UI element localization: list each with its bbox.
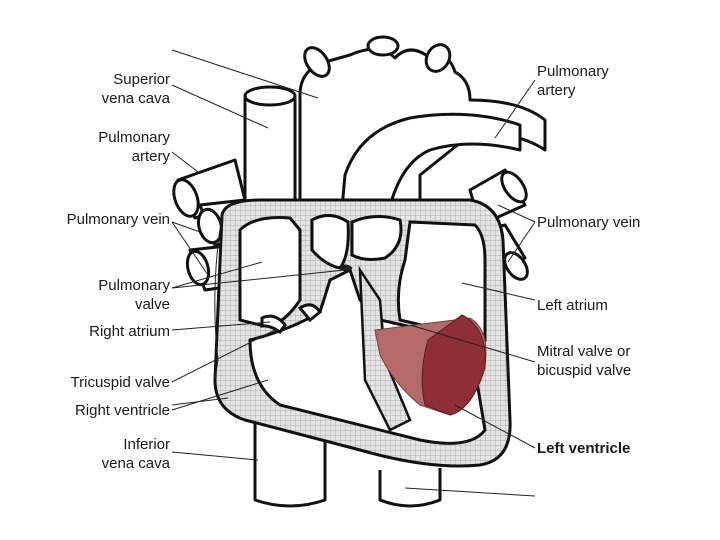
right-atrium-chamber xyxy=(238,216,302,328)
label-superior-vena-cava: Superior vena cava xyxy=(101,71,170,107)
label-pulmonary-artery-left: Pulmonary artery xyxy=(98,129,170,165)
label-pulmonary-artery-right: Pulmonary artery xyxy=(537,63,609,99)
label-pulmonary-vein-left: Pulmonary vein xyxy=(66,211,170,228)
septum xyxy=(358,265,412,432)
tricuspid-valve-shape xyxy=(260,303,323,335)
label-left-atrium: Left atrium xyxy=(537,297,608,314)
left-ventricle-highlight xyxy=(374,314,487,416)
label-pulmonary-vein-right: Pulmonary vein xyxy=(537,214,641,231)
descending-aorta-shape xyxy=(378,468,442,508)
leader-lines xyxy=(171,49,536,497)
label-right-ventricle: Right ventricle xyxy=(74,402,170,419)
label-mitral-valve: Mitral valve or bicuspid valve xyxy=(537,343,632,379)
label-inferior-vena-cava: Inferior vena cava xyxy=(101,436,170,472)
label-right-atrium: Right atrium xyxy=(89,323,170,340)
label-tricuspid-valve: Tricuspid valve xyxy=(70,374,170,391)
label-pulmonary-valve: Pulmonary valve xyxy=(98,277,170,313)
pulmonary-valve-shape xyxy=(310,214,403,272)
label-left-ventricle: Left ventricle xyxy=(537,440,631,457)
